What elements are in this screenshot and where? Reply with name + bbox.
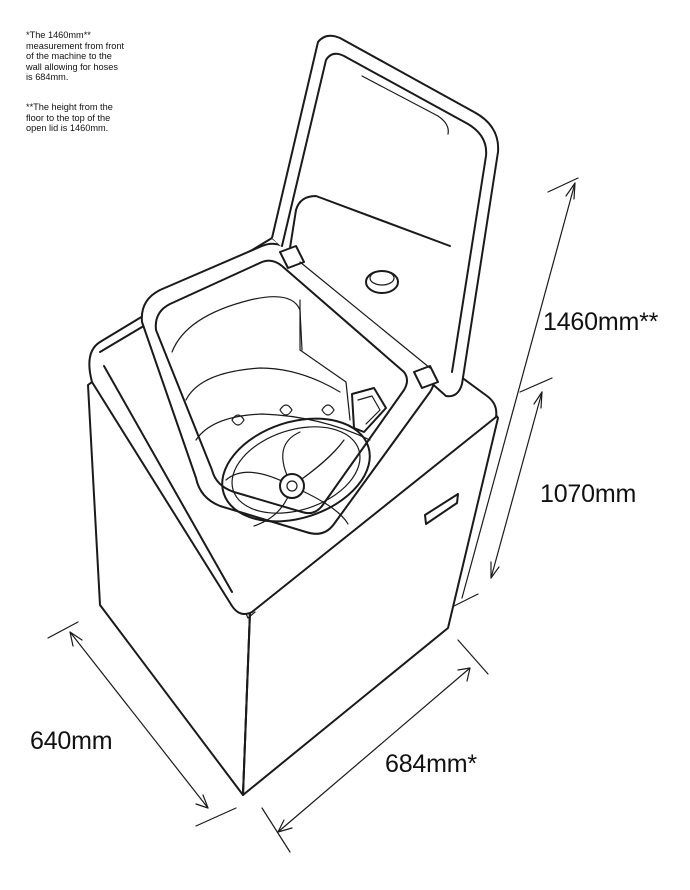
impeller: [225, 431, 349, 527]
dimension-line-1070: [490, 377, 553, 579]
dimension-line-1460: [451, 177, 579, 608]
footnote-width-measurement: *The 1460mm** measurement from front of …: [26, 30, 125, 83]
dimension-line-640: [47, 621, 237, 827]
dimension-label-height-body: 1070mm: [540, 480, 637, 508]
dimension-label-width-with-hoses: 684mm*: [385, 750, 477, 778]
dimension-label-depth: 640mm: [30, 727, 113, 755]
dimension-label-height-open-lid: 1460mm**: [543, 308, 659, 336]
machine-lid-open: [271, 34, 500, 398]
dimension-line-684: [261, 639, 489, 853]
footnote-height-measurement: **The height from the floor to the top o…: [26, 102, 113, 134]
